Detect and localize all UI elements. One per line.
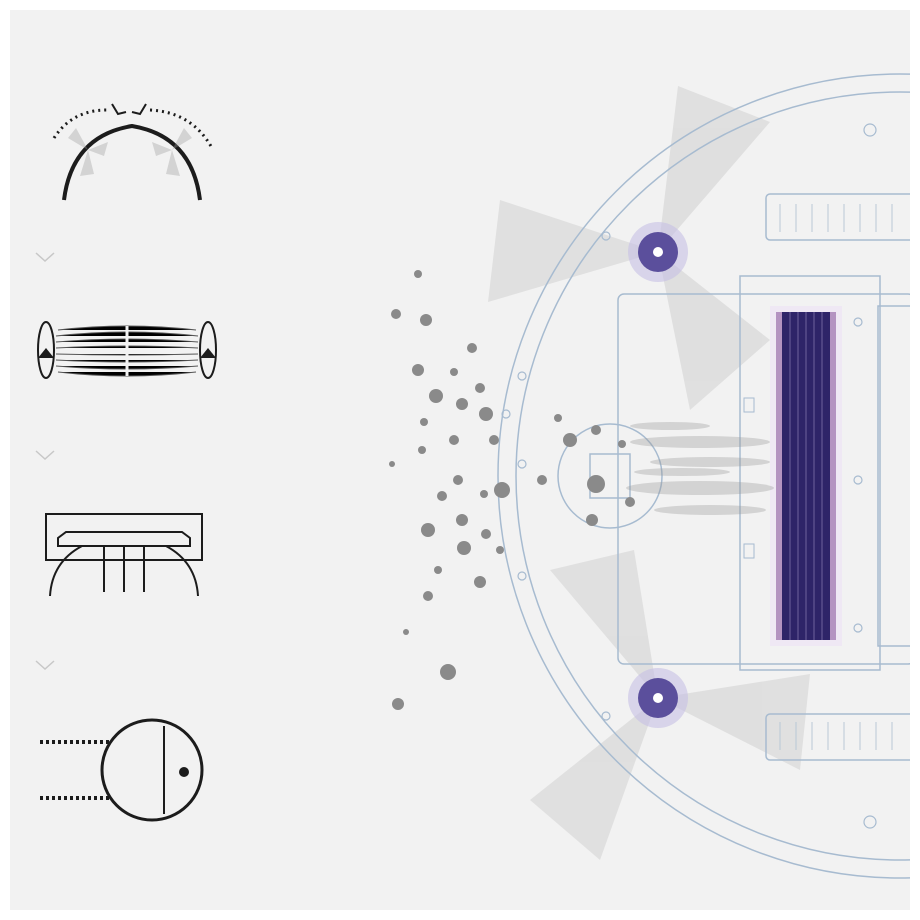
robot-vacuum-illustration <box>10 10 910 910</box>
chevron-down-icon <box>35 450 55 461</box>
wheel-grille <box>779 204 893 750</box>
robot-body-outline <box>497 73 910 879</box>
chevron-down-icon <box>35 252 55 263</box>
dust-bin-icon <box>32 716 222 826</box>
main-roller-brush <box>743 306 842 646</box>
cleaning-process-steps <box>10 10 250 910</box>
side-brush-hub-top <box>628 222 688 282</box>
screw-holes <box>501 123 877 829</box>
side-brush-blur <box>488 86 810 860</box>
robot-underside-diagram <box>389 73 910 879</box>
suction-motion-trails <box>626 422 774 515</box>
suction-inlet-icon <box>32 510 222 600</box>
rotating-roller-brush-icon <box>32 310 222 390</box>
chevron-down-icon <box>35 660 55 671</box>
twin-side-brushes-icon <box>32 98 222 208</box>
side-brush-hub-bottom <box>628 668 688 728</box>
debris-particles <box>389 270 635 710</box>
